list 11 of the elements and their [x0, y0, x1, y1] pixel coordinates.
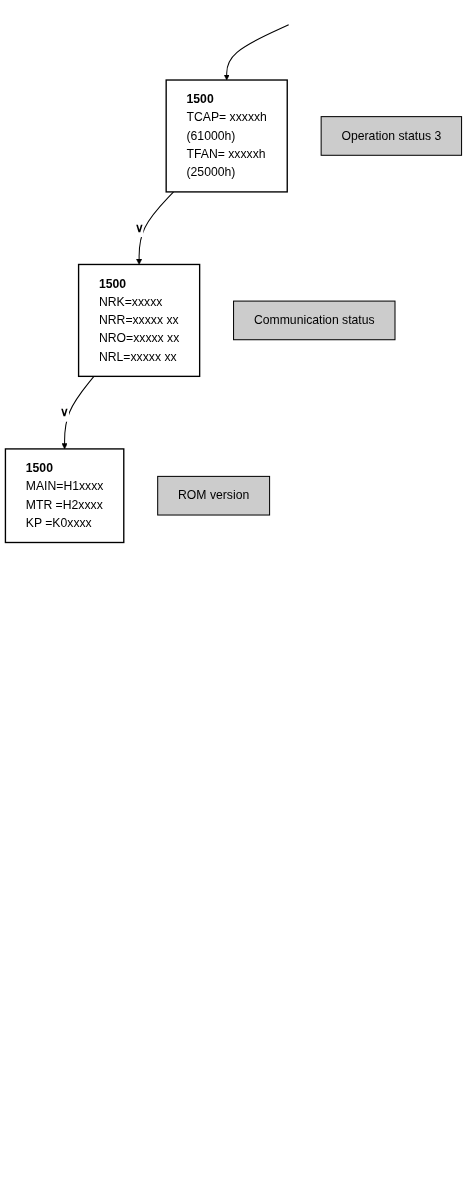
arrow	[223, 24, 290, 81]
node-box: 1500 TCAP= xxxxxh (61000h) TFAN= xxxxxh (25000h)	[165, 79, 288, 193]
node-box: 1500 MAIN=H1xxxx MTR =H2xxxx KP =K0xxxx	[4, 448, 125, 544]
down-key-label: ∨	[134, 219, 144, 238]
node-box: 1500 NRK=xxxxx NRR=xxxxx xx NRO=xxxxx xx NRL=xxxxx xx	[77, 263, 201, 378]
node-box: Operation status 3	[320, 116, 463, 156]
node-box: Communication status	[233, 300, 396, 341]
node-box: ROM version	[157, 475, 271, 516]
arrow	[136, 191, 175, 265]
arrow	[61, 375, 95, 450]
down-key-label: ∨	[60, 403, 69, 422]
